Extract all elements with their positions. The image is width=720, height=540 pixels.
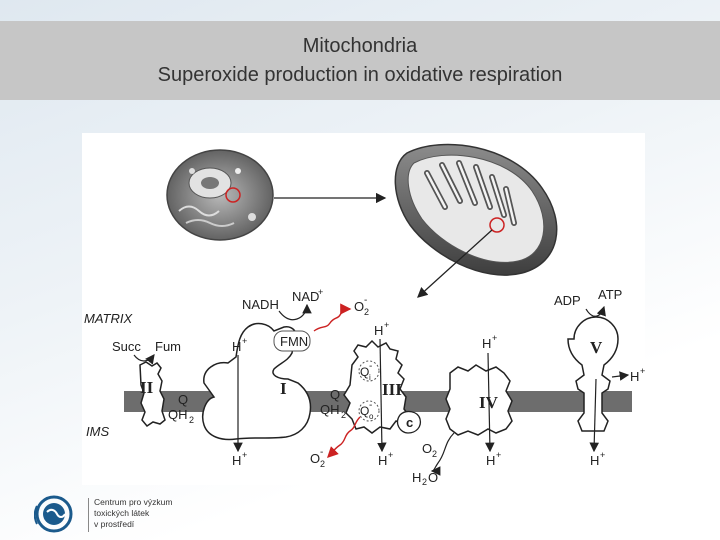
ims-label: IMS <box>86 424 109 439</box>
h-plus-3: H <box>482 336 491 351</box>
complex-iv <box>445 364 513 436</box>
qh2-i-label: QH <box>320 402 340 417</box>
fmn-label: FMN <box>280 334 308 349</box>
qi-sub: i <box>369 373 371 382</box>
complex-v <box>567 316 619 432</box>
complex-iii-label: III <box>382 380 402 399</box>
qo-site <box>358 400 380 422</box>
q-i-label: Q <box>330 387 340 402</box>
svg-text:+: + <box>242 450 247 460</box>
q-ii-label: Q <box>178 392 188 407</box>
h-plus-8: H <box>590 453 599 468</box>
o2-to-h2o-arrow <box>430 432 455 476</box>
h-plus-1: H <box>232 339 241 354</box>
qi-label: Q <box>360 365 369 379</box>
cell-zoom-circle <box>225 187 241 203</box>
slide-title: Mitochondria <box>302 35 418 57</box>
cell-illustration <box>166 149 274 241</box>
svg-text:+: + <box>388 450 393 460</box>
svg-text:+: + <box>242 336 247 346</box>
h-plus-5: H <box>232 453 241 468</box>
superoxide-arrow-top <box>313 303 352 332</box>
svg-text:+: + <box>600 450 605 460</box>
complex-v-label: V <box>590 338 603 357</box>
complex-ii <box>139 361 166 427</box>
nadh-label: NADH <box>242 297 279 312</box>
svg-text:+: + <box>384 320 389 330</box>
superoxide-bottom: O <box>310 451 320 466</box>
complex-i <box>202 322 312 441</box>
adp-atp-arrow <box>585 305 606 317</box>
superoxide-top: O <box>354 299 364 314</box>
nadh-arrow <box>278 303 312 321</box>
h2o-tail: O <box>428 470 438 485</box>
diagram-panel: MATRIX IMS II I FMN III c IV V NADH NAD … <box>82 133 645 485</box>
respiratory-chain-diagram: MATRIX IMS II I FMN III c IV V NADH NAD … <box>84 143 645 485</box>
qo-label: Q <box>360 404 369 418</box>
logo-separator <box>88 498 89 532</box>
qi-site <box>358 360 380 382</box>
atp-label: ATP <box>598 287 622 302</box>
h-plus-7: H <box>486 453 495 468</box>
proton-arrows <box>233 338 630 453</box>
slide-subtitle: Superoxide production in oxidative respi… <box>157 64 563 86</box>
qh2-i-sub: 2 <box>341 410 346 420</box>
complex-ii-label: II <box>140 378 154 397</box>
cytochrome-c-label: c <box>406 415 413 430</box>
qh2-ii-label: QH <box>168 407 188 422</box>
superoxide-bottom-sup: - <box>320 447 323 458</box>
qo-sub: o <box>369 412 374 421</box>
h2o-label: H <box>412 470 421 485</box>
qi-sup: - <box>369 361 372 372</box>
logo-line-1: Centrum pro výzkum <box>94 497 173 507</box>
mito-zoom-circle <box>489 217 505 233</box>
succ-arrow <box>133 354 155 365</box>
h-plus-2: H <box>374 323 383 338</box>
o2-iv-label: O <box>422 441 432 456</box>
h-plus-6: H <box>378 453 387 468</box>
mitochondrion-illustration <box>394 143 558 276</box>
logo-line-3: v prostředí <box>94 519 135 529</box>
nad-label: NAD <box>292 289 319 304</box>
nad-plus: + <box>318 287 323 297</box>
fmn-box <box>273 330 311 352</box>
qo-sup: - <box>369 400 372 411</box>
logo-text: Centrum pro výzkum toxických látek v pro… <box>94 497 172 530</box>
logo-line-2: toxických látek <box>94 508 150 518</box>
matrix-label: MATRIX <box>84 311 133 326</box>
superoxide-arrow-bottom <box>327 416 361 458</box>
svg-text:+: + <box>640 366 645 376</box>
superoxide-top-sub: 2 <box>364 307 369 317</box>
svg-text:+: + <box>496 450 501 460</box>
adp-label: ADP <box>554 293 581 308</box>
fum-label: Fum <box>155 339 181 354</box>
succ-label: Succ <box>112 339 141 354</box>
proton-labels: H + H + H + H + H + H + H + H + <box>232 320 645 468</box>
cytochrome-c <box>396 410 422 434</box>
h2o-sub: 2 <box>422 477 427 485</box>
superoxide-bottom-sub: 2 <box>320 459 325 469</box>
h-plus-4: H <box>630 369 639 384</box>
o2-iv-sub: 2 <box>432 449 437 459</box>
superoxide-top-sup: - <box>364 295 367 306</box>
complex-i-label: I <box>280 379 287 398</box>
svg-text:+: + <box>492 333 497 343</box>
qh2-ii-sub: 2 <box>189 415 194 425</box>
title-bar <box>0 21 720 100</box>
centrum-logo-icon <box>34 495 73 533</box>
zoom-arrow-2 <box>417 229 493 298</box>
